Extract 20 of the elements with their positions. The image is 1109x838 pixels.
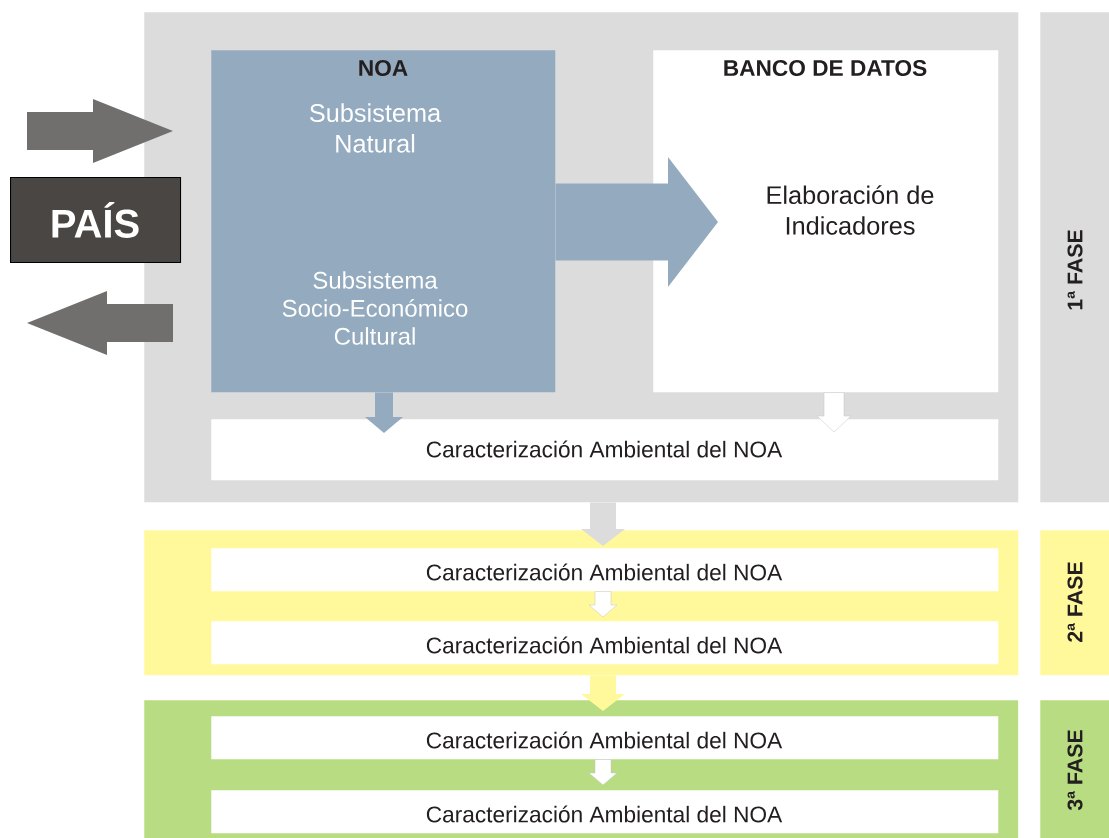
block-arrow	[27, 99, 173, 163]
result-box: Caracterización Ambiental del NOA	[211, 790, 999, 834]
result-box: Caracterización Ambiental del NOA	[211, 419, 999, 481]
block-arrow	[588, 759, 618, 786]
result-box: Caracterización Ambiental del NOA	[211, 621, 999, 665]
country-box: PAÍS	[10, 177, 182, 264]
phase-tab: 2ª FASE	[1040, 530, 1109, 676]
phase-tab: 1ª FASE	[1040, 12, 1109, 503]
block-arrow	[27, 291, 173, 355]
database-box: BANCO DE DATOS Elaboración de Indicadores	[653, 50, 999, 393]
block-arrow	[365, 392, 403, 433]
result-box: Caracterización Ambiental del NOA	[211, 548, 999, 592]
block-arrow	[555, 157, 718, 287]
block-arrow	[581, 502, 625, 546]
phase-tab: 3ª FASE	[1040, 700, 1109, 838]
block-arrow	[816, 392, 852, 433]
subsystem-box: NOA Subsistema Natural Subsistema Socio-Económico Cultural	[211, 50, 556, 393]
result-box: Caracterización Ambiental del NOA	[211, 716, 999, 760]
block-arrow	[581, 675, 625, 711]
block-arrow	[588, 591, 618, 618]
